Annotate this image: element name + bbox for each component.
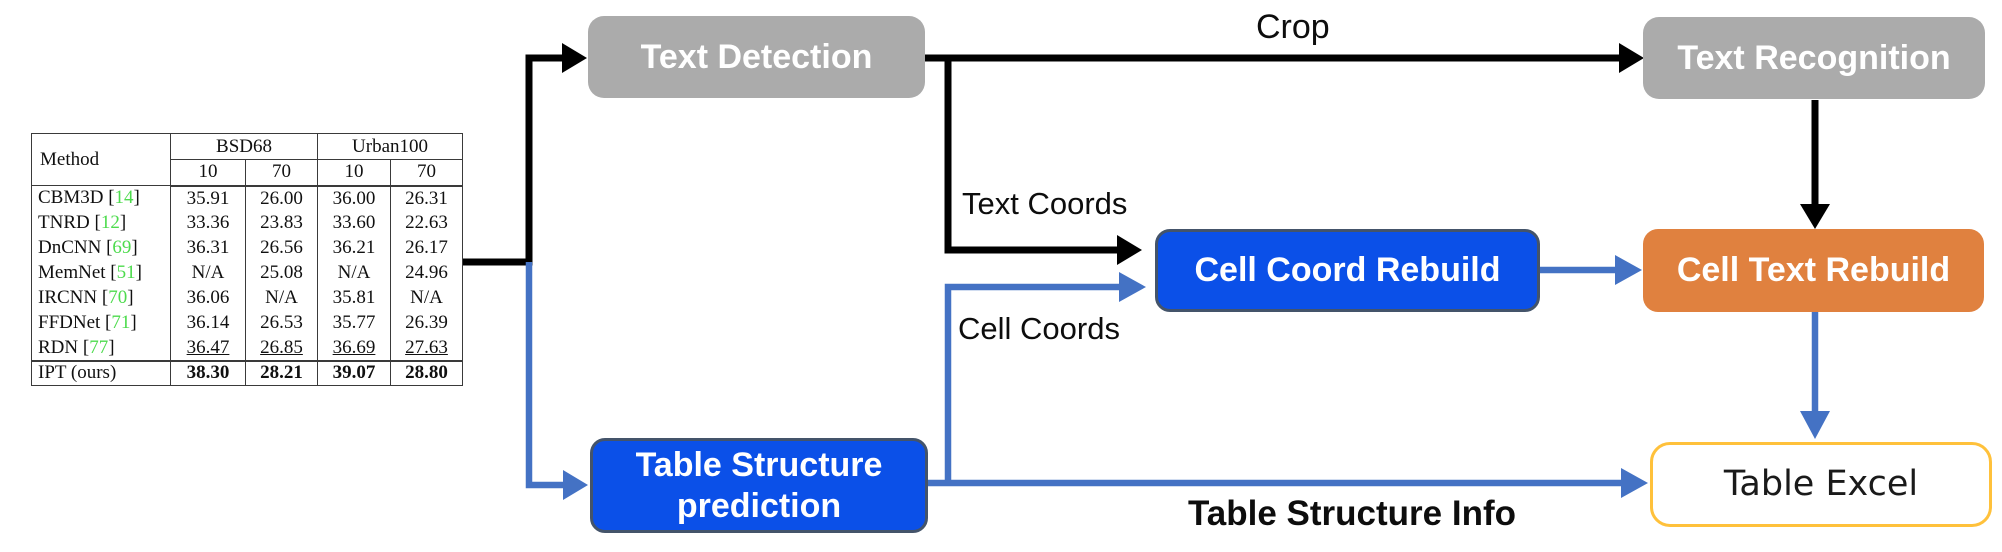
value-cell: 35.77 xyxy=(317,310,391,336)
arrowhead-to-text-detection xyxy=(562,43,587,73)
arrowhead-recognition-down xyxy=(1800,204,1830,229)
value-cell: 36.00 xyxy=(317,185,391,211)
value-cell: N/A xyxy=(389,285,464,311)
table-header-row-noise: 10 70 10 70 xyxy=(32,159,464,187)
value-cell: 26.17 xyxy=(389,235,464,261)
edge-input-to-structure-prediction xyxy=(525,262,565,489)
text-coords-label: Text Coords xyxy=(962,186,1128,221)
citation-ref: 12 xyxy=(100,212,120,233)
method-cell: CBM3D [14] xyxy=(31,185,171,211)
col-header-bsd68-10: 10 xyxy=(170,159,246,187)
node-table-structure-prediction: Table Structure prediction xyxy=(590,438,928,533)
value-cell: 36.21 xyxy=(317,235,391,261)
citation-ref: 71 xyxy=(111,312,131,333)
value-cell: 35.91 xyxy=(170,185,246,211)
value-cell: 22.63 xyxy=(389,210,464,236)
node-text-detection: Text Detection xyxy=(588,16,925,98)
value-cell: N/A xyxy=(170,260,246,286)
value-cell: 23.83 xyxy=(245,210,318,236)
value-cell: 28.80 xyxy=(389,359,464,386)
method-cell: MemNet [51] xyxy=(31,260,171,286)
value-cell: N/A xyxy=(317,260,391,286)
method-cell: RDN [77] xyxy=(31,335,171,361)
method-cell: IRCNN [70] xyxy=(31,285,171,311)
value-cell: 26.39 xyxy=(389,310,464,336)
value-cell: 36.31 xyxy=(170,235,246,261)
value-cell: 33.36 xyxy=(170,210,246,236)
node-table-excel: Table Excel xyxy=(1650,442,1992,527)
table-header-row-groups: Method BSD68 Urban100 xyxy=(31,133,464,186)
arrowhead-crop xyxy=(1619,43,1644,73)
value-cell: 25.08 xyxy=(245,260,318,286)
citation-ref: 51 xyxy=(116,262,136,283)
value-cell: N/A xyxy=(245,285,318,311)
arrowhead-to-excel xyxy=(1800,411,1830,439)
arrowhead-cell-coords xyxy=(1119,272,1146,302)
citation-ref: 69 xyxy=(112,237,132,258)
edge-text-coords xyxy=(944,58,1119,254)
col-header-method: Method xyxy=(31,133,171,186)
col-header-bsd68-70: 70 xyxy=(245,159,318,187)
value-cell: 26.56 xyxy=(245,235,318,261)
arrowhead-to-structure-prediction xyxy=(563,470,588,500)
method-cell: FFDNet [71] xyxy=(31,310,171,336)
arrowhead-table-structure-info xyxy=(1621,468,1648,498)
value-cell: 33.60 xyxy=(317,210,391,236)
citation-ref: 77 xyxy=(89,336,109,358)
col-group-urban100: Urban100 xyxy=(316,133,464,160)
value-cell: 36.14 xyxy=(170,310,246,336)
edge-cell-coords xyxy=(944,283,1121,483)
col-header-urban100-70: 70 xyxy=(389,159,464,187)
value-cell: 26.85 xyxy=(245,335,318,361)
node-cell-text-rebuild: Cell Text Rebuild xyxy=(1643,229,1984,312)
value-cell: 26.53 xyxy=(245,310,318,336)
crop-label: Crop xyxy=(1256,8,1330,46)
value-cell: 35.81 xyxy=(317,285,391,311)
citation-ref: 14 xyxy=(114,187,134,209)
method-cell: DnCNN [69] xyxy=(31,235,171,261)
results-table: Method BSD68 Urban100 10 70 10 70 CBM3D … xyxy=(31,133,464,386)
value-cell: 36.47 xyxy=(170,335,246,361)
value-cell: 26.00 xyxy=(245,185,318,211)
arrowhead-text-coords xyxy=(1117,235,1142,265)
value-cell: 26.31 xyxy=(389,185,464,211)
edge-input-to-text-detection xyxy=(462,54,564,266)
value-cell: 39.07 xyxy=(317,359,391,386)
value-cell: 36.69 xyxy=(317,335,391,361)
col-header-urban100-10: 10 xyxy=(317,159,391,187)
citation-ref: 70 xyxy=(108,287,128,308)
value-cell: 38.30 xyxy=(170,359,246,386)
node-text-recognition: Text Recognition xyxy=(1643,17,1985,99)
value-cell: 28.21 xyxy=(245,359,318,386)
value-cell: 27.63 xyxy=(389,335,464,361)
cell-coords-label: Cell Coords xyxy=(958,311,1120,346)
node-cell-coord-rebuild: Cell Coord Rebuild xyxy=(1155,229,1540,312)
method-cell: TNRD [12] xyxy=(31,210,171,236)
col-group-bsd68: BSD68 xyxy=(170,133,318,160)
arrowhead-to-textrebuild xyxy=(1615,255,1642,285)
table-structure-info-label: Table Structure Info xyxy=(1188,494,1516,533)
value-cell: 36.06 xyxy=(170,285,246,311)
value-cell: 24.96 xyxy=(389,260,464,286)
method-cell: IPT (ours) xyxy=(31,359,171,386)
